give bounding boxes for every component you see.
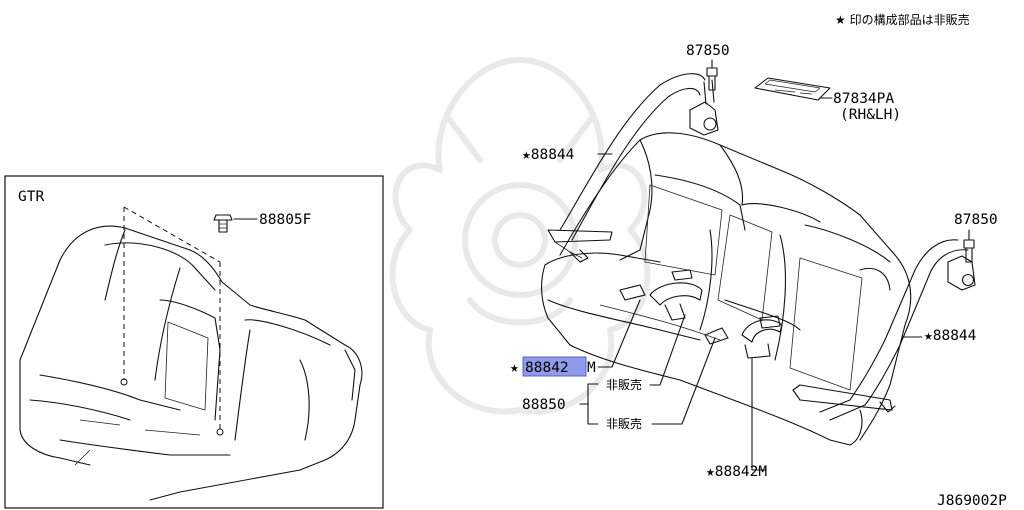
inset-frame [4, 175, 384, 509]
part-87834pa: 87834PA [833, 91, 894, 107]
clip-icon [213, 214, 233, 233]
trim-cover-icon [754, 77, 831, 101]
bolt-icon-right [963, 239, 975, 263]
part-88842m-left-number: 88842 [525, 360, 569, 376]
part-88842m-right: ★88842M [706, 464, 767, 480]
retractor-icon-top [689, 79, 719, 136]
inset-seat [19, 225, 363, 501]
diagram-code: J869002P [937, 493, 1007, 509]
part-87834pa-sub: (RH&LH) [840, 107, 901, 123]
inset-gtr: GTR 88805F [4, 175, 384, 509]
note-not-sold: ★ 印の構成部品は非販売 [835, 12, 970, 27]
buckle-icon-center-left [619, 269, 703, 321]
buckle-icon-center-right [704, 315, 783, 359]
part-88842m-left-highlight [522, 356, 587, 377]
inset-title: GTR [18, 189, 44, 205]
rear-seat [541, 132, 912, 446]
bolt-icon-top [706, 67, 718, 91]
part-88805f: 88805F [259, 212, 311, 228]
part-88844-right: ★88844 [924, 328, 977, 344]
right-belt [792, 239, 969, 421]
part-88850: 88850 [522, 397, 566, 413]
part-88842m-left-suffix: M [587, 360, 596, 376]
not-sold-label-1: 非販売 [606, 377, 642, 392]
part-88842m-left-star: ★ [510, 360, 519, 376]
retractor-icon-right [947, 255, 976, 291]
part-88844-left: ★88844 [522, 147, 575, 163]
part-87850-right: 87850 [954, 212, 998, 228]
watermark-emblem [389, 57, 651, 415]
not-sold-label-2: 非販売 [606, 416, 642, 431]
left-belt [547, 73, 706, 263]
part-87850-top: 87850 [686, 43, 730, 59]
